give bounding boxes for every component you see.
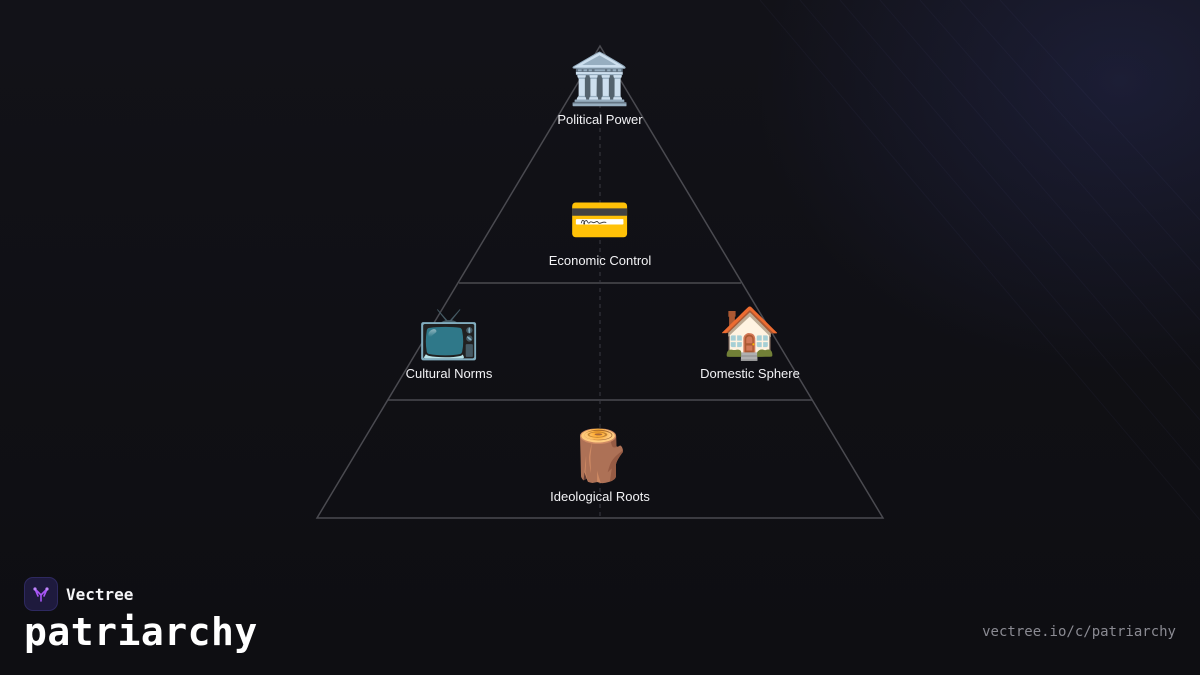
node-domestic-sphere: 🏠 Domestic Sphere bbox=[660, 304, 840, 381]
brand: Vectree bbox=[24, 577, 133, 611]
node-label: Cultural Norms bbox=[405, 366, 493, 381]
wood-log-icon: 🪵 bbox=[568, 427, 632, 485]
node-label: Ideological Roots bbox=[550, 489, 650, 504]
footer-url[interactable]: vectree.io/c/patriarchy bbox=[982, 624, 1176, 640]
node-political-power: 🏛️ Political Power bbox=[510, 50, 690, 127]
television-icon: 📺 bbox=[417, 304, 481, 362]
node-label: Domestic Sphere bbox=[700, 366, 800, 381]
node-economic-control: 💳 Economic Control bbox=[510, 191, 690, 268]
node-ideological-roots: 🪵 Ideological Roots bbox=[510, 427, 690, 504]
brand-name: Vectree bbox=[66, 584, 134, 604]
pyramid-outline bbox=[315, 44, 885, 519]
node-label: Economic Control bbox=[548, 253, 652, 268]
credit-card-icon: 💳 bbox=[568, 191, 632, 249]
house-icon: 🏠 bbox=[718, 304, 782, 362]
node-label: Political Power bbox=[557, 112, 643, 127]
topic-title: patriarchy bbox=[24, 610, 258, 654]
node-cultural-norms: 📺 Cultural Norms bbox=[359, 304, 539, 381]
government-building-icon: 🏛️ bbox=[568, 50, 632, 108]
vectree-logo-icon bbox=[24, 577, 58, 611]
